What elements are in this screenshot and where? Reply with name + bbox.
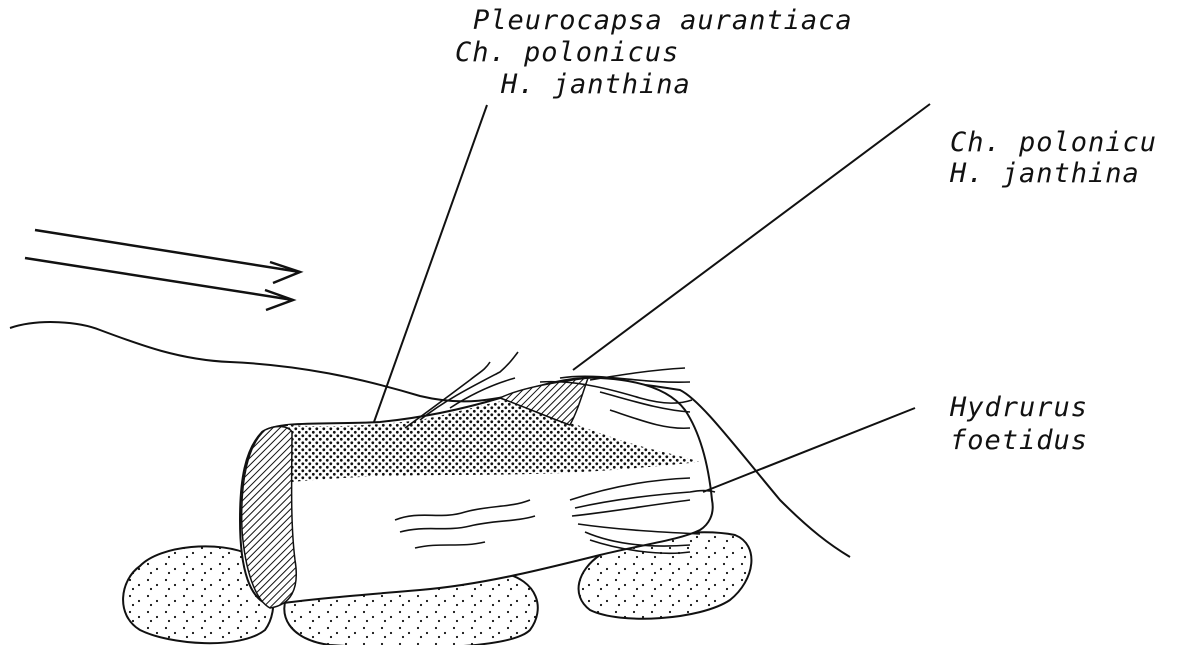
leader-line-right-group — [573, 104, 930, 370]
flow-arrow-upper — [35, 230, 300, 283]
label-ch-polonicus-top: Ch. polonicus — [455, 38, 679, 68]
label-ch-polonicu-right: Ch. polonicu — [950, 128, 1157, 158]
label-pleurocapsa: Pleurocapsa aurantiaca — [473, 6, 853, 36]
leader-line-hydrurus — [703, 408, 915, 492]
label-h-janthina-right: H. janthina — [950, 159, 1140, 189]
label-foetidus: foetidus — [950, 426, 1088, 456]
leader-line-top-group — [374, 105, 487, 422]
label-hydrurus: Hydrurus — [950, 393, 1088, 423]
flow-arrow-lower — [25, 258, 293, 310]
label-h-janthina-top: H. janthina — [501, 70, 691, 100]
